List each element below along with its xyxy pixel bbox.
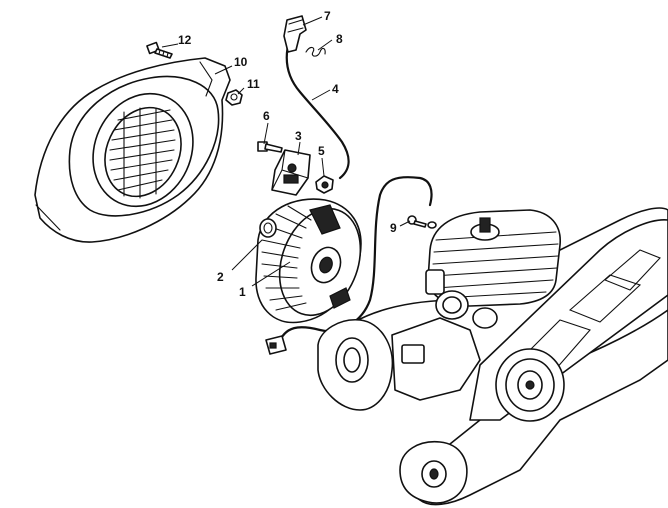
nut-2[interactable] <box>259 218 277 238</box>
callout-1: 1 <box>239 285 246 299</box>
flywheel-1[interactable] <box>255 197 375 326</box>
callout-2: 2 <box>217 270 224 284</box>
callout-leaders <box>161 16 411 287</box>
engine-crankcase <box>317 207 668 506</box>
screw-9[interactable] <box>407 215 437 229</box>
spring-8[interactable] <box>305 46 326 57</box>
fan-housing[interactable] <box>34 57 231 243</box>
callout-5: 5 <box>318 144 325 158</box>
screw-6[interactable] <box>257 141 283 153</box>
callout-6: 6 <box>263 109 270 123</box>
callout-7: 7 <box>324 9 331 23</box>
callout-11: 11 <box>247 77 260 91</box>
spark-plug-boot-7[interactable] <box>283 15 307 53</box>
ignition-module-3[interactable] <box>271 149 311 196</box>
callout-labels: 12 10 11 7 8 4 6 3 5 9 2 1 <box>178 9 397 299</box>
callout-4: 4 <box>332 82 339 96</box>
screw-12[interactable] <box>146 41 173 59</box>
callout-10: 10 <box>234 55 248 69</box>
callout-8: 8 <box>336 32 343 46</box>
callout-3: 3 <box>295 129 302 143</box>
housing-grille <box>109 107 176 199</box>
screw-5[interactable] <box>315 175 334 194</box>
ignition-lead[interactable] <box>285 36 350 180</box>
callout-9: 9 <box>390 221 397 235</box>
ground-lead[interactable] <box>265 176 433 355</box>
callout-12: 12 <box>178 33 192 47</box>
